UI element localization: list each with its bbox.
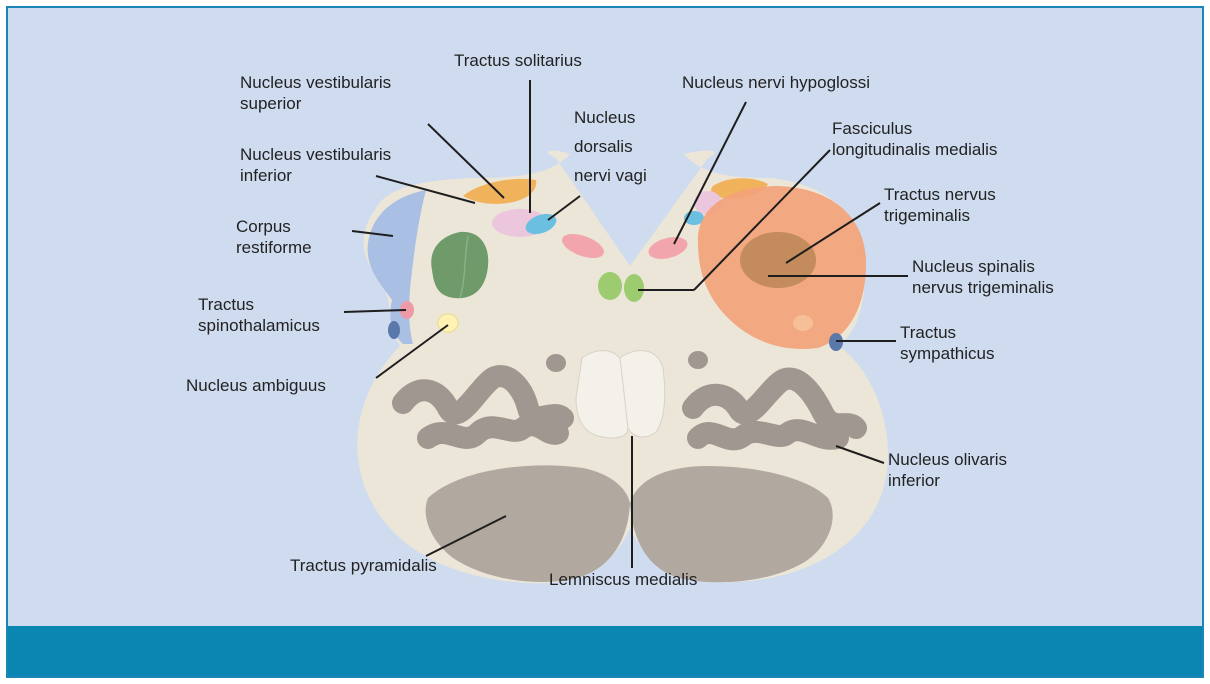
label-line: nervus trigeminalis <box>912 278 1054 297</box>
label-fasciculus-longitudinalis-medialis: Fasciculus longitudinalis medialis <box>832 119 997 159</box>
label-line: Tractus nervus <box>884 185 996 204</box>
bottom-band <box>8 626 1204 678</box>
label-nucleus-dorsalis-nervi-vagi: Nucleus dorsalis nervi vagi <box>574 108 647 185</box>
label-nucleus-ambiguus: Nucleus ambiguus <box>186 376 326 395</box>
nucleus-spinalis-nervus-trigeminalis-region <box>740 232 816 288</box>
label-line: Nucleus nervi hypoglossi <box>682 73 870 92</box>
label-tractus-sympathicus: Tractus sympathicus <box>900 323 994 363</box>
label-line: inferior <box>240 166 292 185</box>
label-line: Corpus <box>236 217 291 236</box>
label-nucleus-vestibularis-inferior: Nucleus vestibularis inferior <box>240 145 396 185</box>
fasciculus-longitudinalis-right <box>624 274 644 302</box>
label-line: spinothalamicus <box>198 316 320 335</box>
medulla-diagram: Nucleus vestibularis superior Tractus so… <box>8 8 1204 628</box>
diagram-frame: Nucleus vestibularis superior Tractus so… <box>6 6 1204 678</box>
label-line: Tractus <box>198 295 254 314</box>
label-nucleus-nervi-hypoglossi: Nucleus nervi hypoglossi <box>682 73 870 92</box>
label-lemniscus-medialis: Lemniscus medialis <box>549 570 697 589</box>
label-nucleus-vestibularis-superior: Nucleus vestibularis superior <box>240 73 396 113</box>
tractus-sympathicus-left-region <box>388 321 400 339</box>
label-line: Tractus solitarius <box>454 51 582 70</box>
olive-small-right <box>688 351 708 369</box>
label-tractus-solitarius: Tractus solitarius <box>454 51 582 70</box>
label-line: Nucleus spinalis <box>912 257 1035 276</box>
label-line: Nucleus vestibularis <box>240 73 391 92</box>
label-corpus-restiforme: Corpus restiforme <box>236 217 312 257</box>
label-line: Nucleus olivaris <box>888 450 1007 469</box>
label-line: trigeminalis <box>884 206 970 225</box>
trigeminal-light-spot <box>793 315 813 331</box>
label-line: sympathicus <box>900 344 994 363</box>
label-line: inferior <box>888 471 940 490</box>
label-line: Nucleus ambiguus <box>186 376 326 395</box>
label-line: longitudinalis medialis <box>832 140 997 159</box>
fasciculus-longitudinalis-left <box>598 272 622 300</box>
label-line: Tractus pyramidalis <box>290 556 437 575</box>
label-line: Lemniscus medialis <box>549 570 697 589</box>
label-line: Tractus <box>900 323 956 342</box>
label-line: dorsalis <box>574 137 633 156</box>
label-nucleus-olivaris-inferior: Nucleus olivaris inferior <box>888 450 1012 490</box>
label-nucleus-spinalis-nervus-trigeminalis: Nucleus spinalis nervus trigeminalis <box>912 257 1054 297</box>
label-tractus-spinothalamicus: Tractus spinothalamicus <box>198 295 320 335</box>
label-line: restiforme <box>236 238 312 257</box>
label-line: Nucleus vestibularis <box>240 145 391 164</box>
olive-small-left <box>546 354 566 372</box>
label-tractus-pyramidalis: Tractus pyramidalis <box>290 556 437 575</box>
label-line: Nucleus <box>574 108 635 127</box>
label-line: Fasciculus <box>832 119 912 138</box>
label-tractus-nervus-trigeminalis: Tractus nervus trigeminalis <box>884 185 1001 225</box>
label-line: nervi vagi <box>574 166 647 185</box>
label-line: superior <box>240 94 302 113</box>
